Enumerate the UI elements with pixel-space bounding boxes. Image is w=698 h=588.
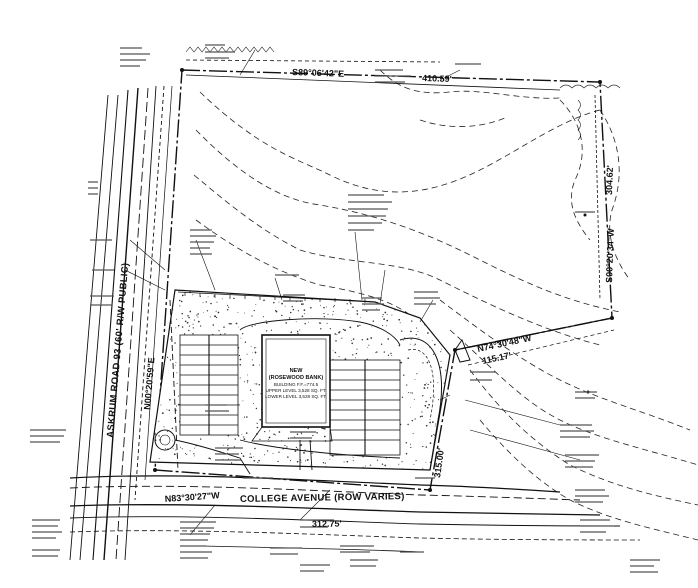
southeast-distance: 115.17': [481, 350, 512, 366]
leader-lines: [124, 49, 581, 536]
building-label-line3: BUILDING F.F.=774.5: [274, 382, 319, 387]
southeast-corner: [454, 317, 615, 366]
north-distance: 410.59': [422, 73, 452, 84]
west-bearing: N00°20'59"E: [142, 357, 157, 410]
west-distance: 315.00': [432, 448, 446, 479]
north-bearing: S89°06'42"E: [292, 67, 344, 79]
south-road-lines: [69, 475, 641, 553]
bank-building: NEW (ROSEWOOD BANK) BUILDING F.F.=774.5 …: [251, 334, 333, 442]
retention-pond: [154, 429, 176, 451]
building-label-line2: (ROSEWOOD BANK): [269, 375, 324, 381]
east-distance: 304.62': [604, 165, 615, 195]
contour-lines: [193, 69, 698, 541]
south-distance: 312.75': [312, 518, 342, 529]
parking-east: [329, 337, 442, 471]
tree-line: [185, 46, 621, 141]
east-bearing: S00°20'34"W: [604, 228, 616, 283]
south-bearing: N83°30'27"W: [164, 490, 220, 504]
site-fence: [177, 291, 376, 303]
illegible-notes: [30, 44, 660, 573]
south-road-name: COLLEGE AVENUE (ROW VARIES): [240, 491, 405, 505]
building-label-line4: UPPER LEVEL 3,528 SQ. FT.: [266, 388, 327, 393]
west-road-lines: [69, 85, 173, 561]
building-label-line5: LOWER LEVEL 3,528 SQ. FT.: [265, 394, 327, 399]
drive-aisles: [169, 299, 401, 475]
building-label-line1: NEW: [290, 368, 304, 374]
